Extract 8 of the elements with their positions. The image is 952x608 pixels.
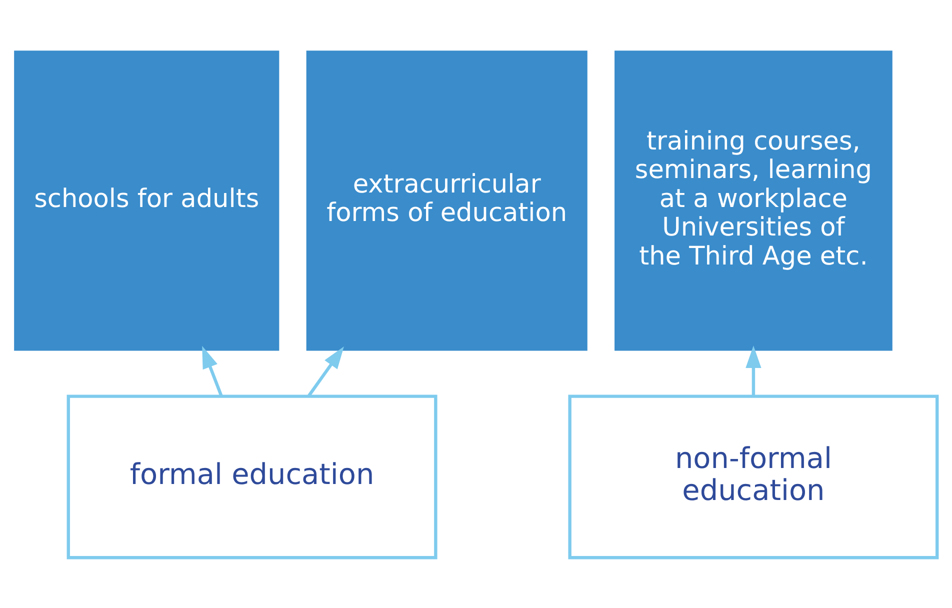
arrow	[202, 345, 223, 396]
arrow	[308, 346, 344, 396]
node-box: formal education	[66, 394, 438, 559]
node-box: extracurricular forms of education	[306, 50, 588, 350]
node-box: schools for adults	[14, 50, 280, 350]
node-box: training courses, seminars, learning at a workplace Universities of the Third Age etc.	[614, 50, 892, 350]
node-box: non-formal education	[568, 394, 939, 559]
arrow	[746, 345, 762, 396]
